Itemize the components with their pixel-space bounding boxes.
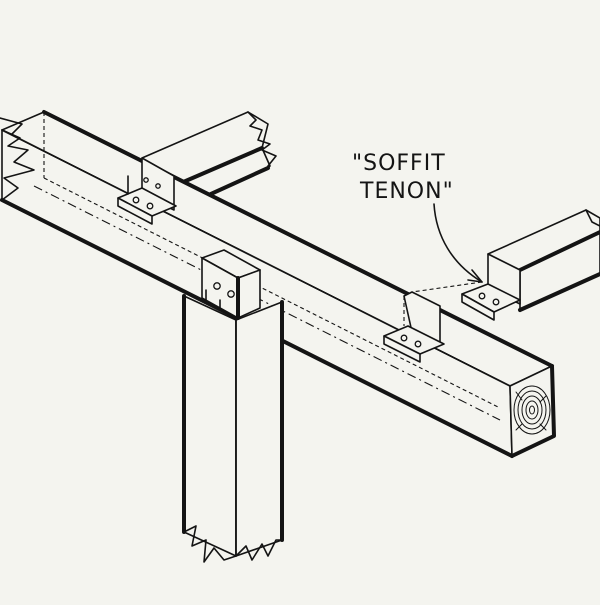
peg-hole-icon bbox=[143, 177, 149, 183]
soffit-tenon-right bbox=[461, 253, 541, 321]
peg-hole-icon bbox=[492, 298, 500, 306]
leader-line-center bbox=[411, 281, 483, 293]
peg-hole-icon bbox=[414, 340, 422, 348]
soffit-tenon-annotation: "SOFFIT TENON" bbox=[352, 151, 483, 293]
label-line-2: TENON" bbox=[359, 179, 454, 204]
peg-hole-icon bbox=[478, 292, 486, 300]
post-tenon bbox=[201, 249, 261, 320]
arrow-head-icon bbox=[467, 269, 483, 283]
peg-hole-icon bbox=[213, 282, 221, 290]
label-line-1: "SOFFIT bbox=[352, 151, 446, 176]
peg-hole-icon bbox=[155, 183, 161, 189]
end-grain bbox=[509, 364, 556, 458]
soffit-tenon-center bbox=[383, 291, 445, 363]
post bbox=[182, 294, 284, 563]
peg-hole-icon bbox=[227, 290, 235, 298]
peg-hole-icon bbox=[400, 334, 408, 342]
right-cross-beam bbox=[487, 209, 600, 312]
soffit-tenon-left bbox=[117, 157, 177, 225]
peg-hole-icon bbox=[132, 196, 140, 204]
peg-hole-icon bbox=[146, 202, 154, 210]
leader-line-right bbox=[433, 203, 483, 283]
